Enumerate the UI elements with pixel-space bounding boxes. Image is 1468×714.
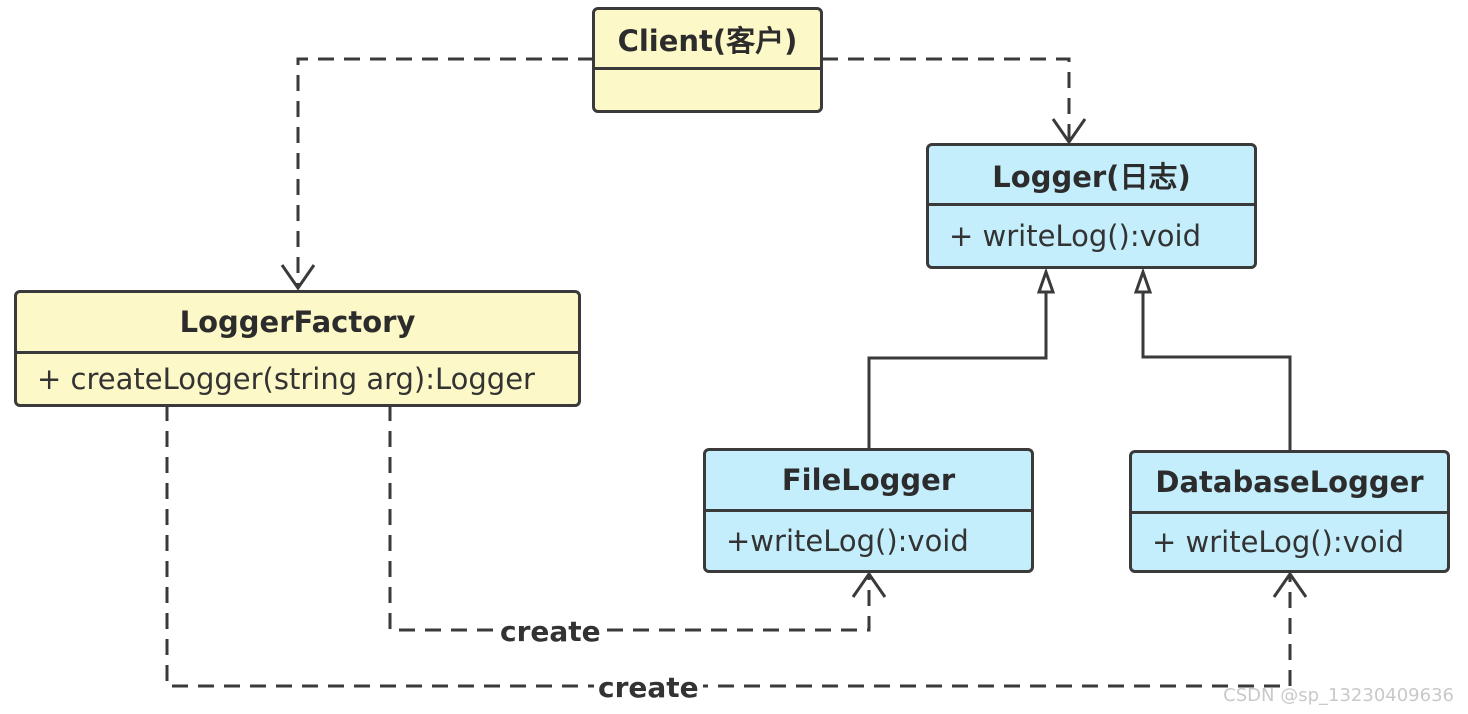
factory-create-database-logger-arrowhead [1272, 571, 1308, 598]
client-class-box[interactable]: Client(客户) [592, 7, 823, 113]
client-class-body [595, 70, 820, 110]
database-logger-inheritance-line [1141, 292, 1292, 451]
client-to-logger-dependency [822, 57, 1071, 141]
create-file-logger-label: create [496, 617, 605, 647]
factory-create-file-logger [388, 405, 871, 632]
file-logger-inheritance-line [867, 292, 1048, 449]
logger-write-log-method: + writeLog():void [949, 219, 1201, 253]
database-logger-write-log-method: + writeLog():void [1152, 525, 1404, 559]
file-logger-inheritance-triangle [1036, 267, 1056, 294]
logger-factory-class-box[interactable]: LoggerFactory + createLogger(string arg)… [14, 290, 581, 407]
logger-class-name: Logger(日志) [929, 146, 1254, 206]
file-logger-write-log-method: +writeLog():void [726, 524, 969, 558]
client-to-factory-dependency [296, 57, 594, 287]
create-database-logger-label: create [594, 673, 703, 703]
factory-create-database-logger [165, 405, 1292, 688]
logger-class-box[interactable]: Logger(日志) + writeLog():void [926, 143, 1257, 269]
database-logger-class-box[interactable]: DatabaseLogger + writeLog():void [1129, 450, 1450, 573]
factory-create-file-logger-arrowhead [851, 571, 887, 598]
client-to-factory-arrowhead [280, 264, 316, 291]
database-logger-inheritance-triangle [1133, 267, 1153, 294]
database-logger-class-name: DatabaseLogger [1132, 453, 1447, 514]
file-logger-class-name: FileLogger [706, 451, 1031, 512]
watermark-text: CSDN @sp_13230409636 [1223, 685, 1454, 706]
create-logger-method: + createLogger(string arg):Logger [37, 362, 535, 396]
client-to-logger-arrowhead [1051, 118, 1087, 145]
logger-factory-class-name: LoggerFactory [17, 293, 578, 354]
client-class-name: Client(客户) [595, 10, 820, 70]
file-logger-class-box[interactable]: FileLogger +writeLog():void [703, 448, 1034, 573]
